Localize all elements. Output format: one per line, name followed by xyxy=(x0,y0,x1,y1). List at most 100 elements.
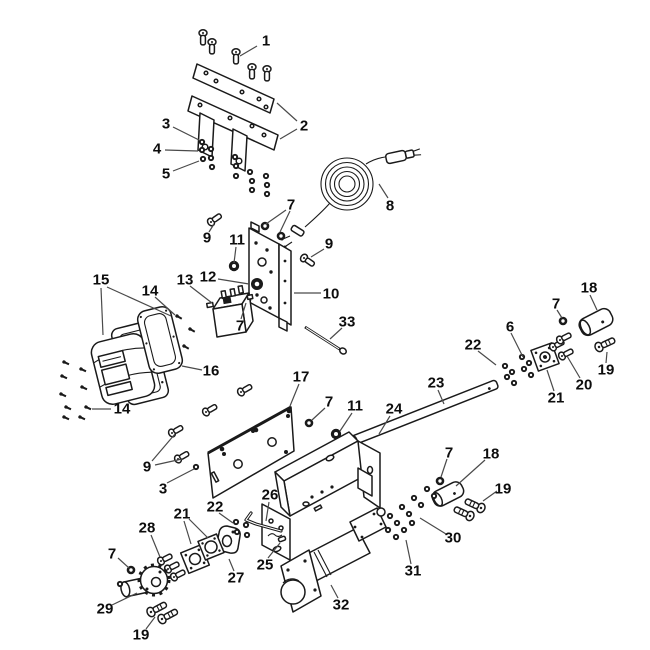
callout-19: 19 xyxy=(598,351,614,379)
part-number-label: 31 xyxy=(405,563,422,580)
callout-3: 3 xyxy=(159,468,195,498)
callout-33: 33 xyxy=(329,314,356,340)
callout-21: 21 xyxy=(546,369,565,407)
part-number-label: 16 xyxy=(203,363,220,380)
part-number-label: 11 xyxy=(347,398,363,415)
callout-23: 23 xyxy=(428,375,445,405)
callout-11: 11 xyxy=(229,232,245,264)
part-number-label: 9 xyxy=(325,236,333,253)
part-number-label: 23 xyxy=(428,375,445,392)
callout-4: 4 xyxy=(153,141,199,158)
callout-10: 10 xyxy=(294,286,339,303)
part-24-frame xyxy=(261,431,381,561)
part-number-label: 28 xyxy=(139,520,156,537)
part-number-label: 21 xyxy=(548,390,565,407)
part-25-pin xyxy=(277,535,287,543)
part-number-label: 14 xyxy=(114,401,131,418)
part-8-coiled-cable xyxy=(280,148,422,249)
part-number-label: 10 xyxy=(323,286,340,303)
part-number-label: 25 xyxy=(257,557,274,574)
part-number-label: 9 xyxy=(203,230,211,247)
part-number-label: 18 xyxy=(581,280,598,297)
callout-7: 7 xyxy=(440,445,453,478)
part-number-label: 7 xyxy=(108,546,116,563)
part-10-bracket-plate xyxy=(248,221,292,332)
part-number-label: 5 xyxy=(162,166,170,183)
part-30-31-hardware xyxy=(384,485,438,541)
callout-2: 2 xyxy=(276,102,308,140)
part-number-label: 20 xyxy=(576,377,593,394)
callout-11: 11 xyxy=(339,398,363,432)
callout-18: 18 xyxy=(455,446,500,487)
callout-18: 18 xyxy=(581,280,598,311)
callout-30: 30 xyxy=(419,517,462,547)
part-number-label: 7 xyxy=(287,197,295,214)
part-number-label: 30 xyxy=(445,530,462,547)
callout-20: 20 xyxy=(566,355,593,394)
part-number-label: 9 xyxy=(143,459,151,476)
part-number-label: 2 xyxy=(300,118,308,135)
part-number-label: 32 xyxy=(333,597,350,614)
callout-22: 22 xyxy=(465,337,497,366)
callout-9: 9 xyxy=(143,433,183,476)
callout-7: 7 xyxy=(108,546,130,569)
part-13-solenoid xyxy=(205,284,254,338)
part-number-label: 4 xyxy=(153,141,162,158)
callout-19: 19 xyxy=(133,616,156,644)
part-number-label: 6 xyxy=(506,319,514,336)
part-number-label: 24 xyxy=(386,401,403,418)
callout-5: 5 xyxy=(162,160,200,183)
callout-14: 14 xyxy=(142,283,176,316)
part-26-bent-rod xyxy=(244,511,283,533)
callout-13: 13 xyxy=(177,272,213,304)
callout-27: 27 xyxy=(228,558,244,587)
part-number-label: 8 xyxy=(386,198,394,215)
part-number-label: 14 xyxy=(142,283,159,300)
part-number-label: 33 xyxy=(339,314,356,331)
part-number-label: 17 xyxy=(293,369,310,386)
callout-7: 7 xyxy=(552,296,563,319)
callout-12: 12 xyxy=(200,269,250,286)
callout-24: 24 xyxy=(378,401,403,435)
part-number-label: 21 xyxy=(174,506,191,523)
callout-6: 6 xyxy=(506,319,524,358)
callout-19: 19 xyxy=(482,481,511,502)
part-12-bushing xyxy=(251,278,263,290)
part-32-motor xyxy=(280,507,387,613)
part-number-label: 7 xyxy=(325,394,333,411)
callout-17: 17 xyxy=(289,369,310,407)
part-16-gasket xyxy=(136,305,184,375)
callout-32: 32 xyxy=(330,584,350,614)
part-number-label: 12 xyxy=(200,269,217,286)
part-number-label: 7 xyxy=(236,318,244,335)
callout-14: 14 xyxy=(92,401,131,418)
callout-22: 22 xyxy=(207,499,234,524)
callout-26: 26 xyxy=(262,487,278,522)
callout-21: 21 xyxy=(174,506,209,545)
callout-7: 7 xyxy=(236,302,247,335)
part-18-spacers xyxy=(431,307,614,507)
part-number-label: 22 xyxy=(465,337,482,354)
part-33-pin xyxy=(304,325,347,355)
callout-9: 9 xyxy=(310,236,333,258)
part-number-label: 13 xyxy=(177,272,194,289)
callout-8: 8 xyxy=(378,183,394,215)
part-number-label: 11 xyxy=(229,232,245,249)
part-29-hub xyxy=(116,563,171,598)
callout-7: 7 xyxy=(311,394,333,421)
part-9-bolts xyxy=(166,211,317,465)
callout-28: 28 xyxy=(139,520,161,558)
part-number-label: 29 xyxy=(97,601,114,618)
part-number-label: 18 xyxy=(483,446,500,463)
part-number-label: 1 xyxy=(262,33,270,50)
callout-7: 7 xyxy=(265,197,295,233)
callout-9: 9 xyxy=(203,223,215,247)
part-number-label: 7 xyxy=(445,445,453,462)
callout-29: 29 xyxy=(97,592,138,618)
part-number-label: 7 xyxy=(552,296,560,313)
callout-31: 31 xyxy=(405,539,422,580)
callout-15: 15 xyxy=(93,272,172,336)
